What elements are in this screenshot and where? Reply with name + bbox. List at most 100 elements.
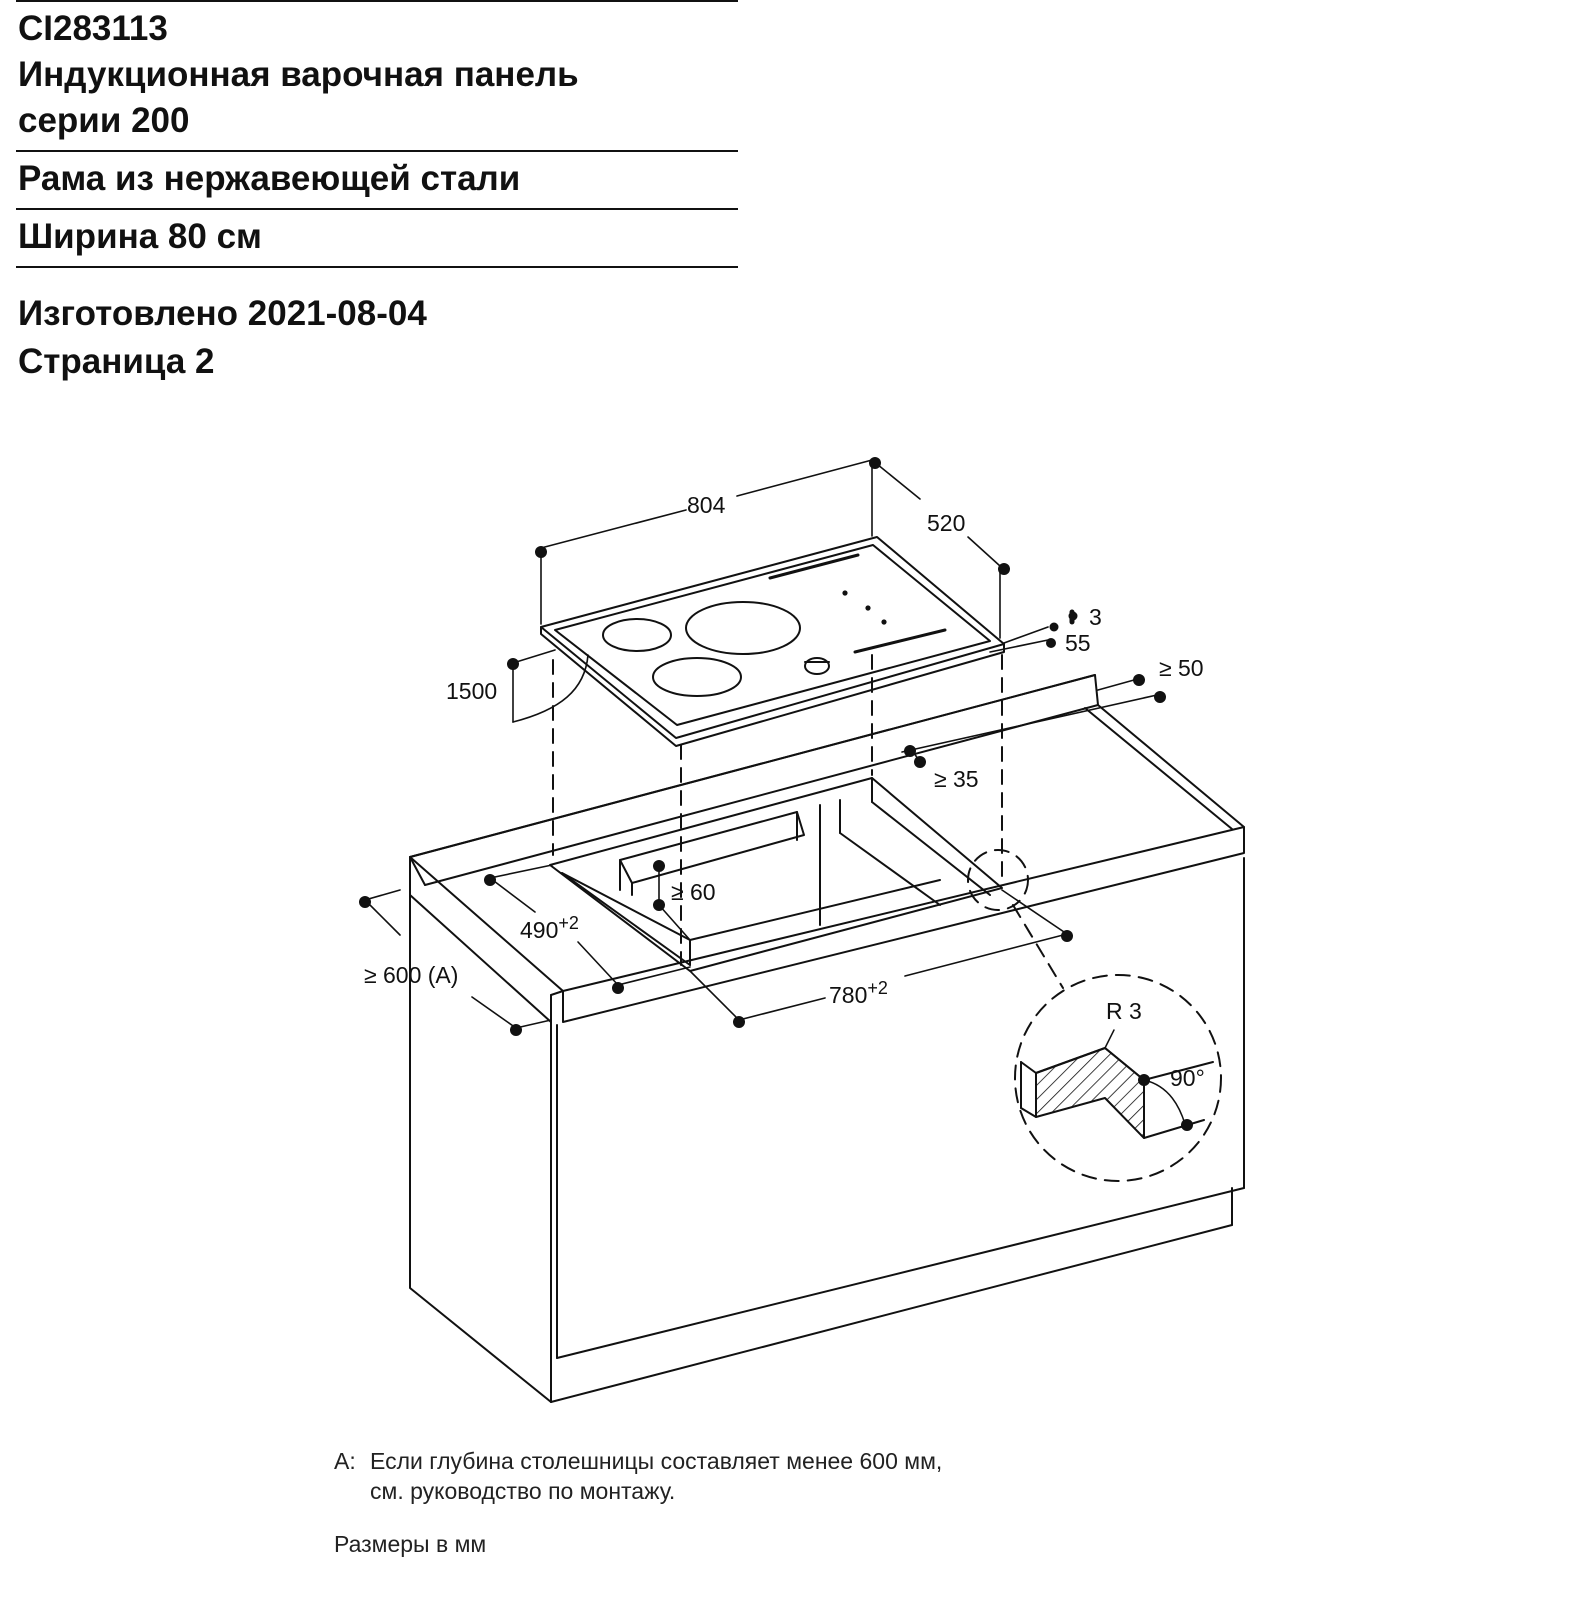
- dim-490-ext-b: [617, 966, 691, 986]
- dim-1500-line: [512, 649, 556, 664]
- page-number: Страница 2: [18, 342, 215, 381]
- label-50: ≥ 50: [1159, 655, 1204, 681]
- product-title-line2: серии 200: [18, 101, 190, 140]
- units-note: Размеры в мм: [334, 1531, 487, 1557]
- dim-520-line-b: [967, 536, 1001, 567]
- countertop: [409, 674, 1245, 1023]
- cutout-inner-left: [561, 872, 691, 941]
- dim-600-ext-a: [364, 889, 401, 901]
- dim-490-line-a: [489, 877, 536, 913]
- product-title-line1: Индукционная варочная панель: [18, 55, 579, 94]
- upstand-top: [409, 674, 1096, 858]
- edge-detail-radius-leader: [1104, 1029, 1115, 1049]
- dim-3-dot-b: [1068, 611, 1078, 621]
- dim-600-ext-b: [515, 1019, 552, 1029]
- edge-detail-left-bottom: [1020, 1107, 1037, 1118]
- label-55: 55: [1065, 630, 1091, 656]
- dim-600-line-b: [471, 996, 517, 1029]
- footnote-key: A:: [334, 1448, 356, 1474]
- countertop-right-top-inner: [1084, 707, 1233, 830]
- footnote-a-line1: A: Если глубина столешницы составляет мен…: [334, 1446, 942, 1476]
- control-bar-bottom: [853, 628, 947, 654]
- dim-50-leader-a: [1097, 679, 1135, 691]
- edge-detail: [1020, 1029, 1214, 1139]
- dim-490-ext-a: [489, 864, 553, 879]
- dim-520-line-a: [871, 459, 921, 500]
- dim-1500-cable: [512, 654, 589, 723]
- footnote-text-line2: см. руководство по монтажу.: [370, 1478, 676, 1504]
- dim-490-dot-a: [484, 874, 496, 886]
- dim-804-dot-left: [535, 546, 547, 558]
- dim-60-dot-a: [653, 860, 665, 872]
- dim-55-dot: [1046, 638, 1056, 648]
- label-60: ≥ 60: [671, 879, 716, 905]
- projection-lines: [552, 654, 1222, 1182]
- label-1500: 1500: [446, 678, 497, 704]
- control-dot-2: [865, 605, 871, 611]
- header-block: CI283113 Индукционная варочная панель се…: [16, 0, 738, 268]
- hob: [540, 536, 1005, 747]
- control-knob: [804, 657, 830, 675]
- cabinet-plinth-bottom: [550, 1224, 1233, 1403]
- detail-leader: [1012, 904, 1064, 989]
- cabinet: [409, 857, 1245, 1403]
- label-35: ≥ 35: [934, 766, 979, 792]
- dimension-dots: [359, 457, 1166, 1036]
- model-number: CI283113: [18, 9, 168, 48]
- dim-804-line-a: [540, 509, 687, 549]
- label-3: 3: [1089, 604, 1102, 630]
- dim-804-line-b: [736, 459, 873, 497]
- dim-780-dot-a: [733, 1016, 745, 1028]
- countertop-front-edge: [562, 826, 1245, 1023]
- dim-780-ext-b: [1001, 889, 1068, 935]
- cooking-zone-medium: [652, 657, 742, 697]
- dim-55-leader: [989, 639, 1049, 653]
- cabinet-door-bottom: [556, 1187, 1245, 1359]
- footnote-a: A: Если глубина столешницы составляет мен…: [334, 1446, 942, 1506]
- upstand-base: [424, 704, 1099, 886]
- label-radius: R 3: [1106, 998, 1142, 1024]
- footnote-text-line1: Если глубина столешницы составляет менее…: [370, 1448, 943, 1474]
- countertop-front-left-corner: [550, 990, 564, 996]
- edge-detail-dot-top: [1138, 1074, 1150, 1086]
- dim-804-dot-right: [869, 457, 881, 469]
- label-780: 780+2: [829, 978, 888, 1008]
- width-spec: Ширина 80 см: [18, 217, 262, 256]
- cutout-back-inner-frame: [619, 811, 805, 884]
- label-490: 490+2: [520, 913, 579, 943]
- header-rule-top: [16, 0, 738, 2]
- cutout-right-inner: [839, 832, 941, 906]
- upstand-left: [409, 856, 426, 886]
- dim-50-dot-b: [1154, 691, 1166, 703]
- cooking-zone-large: [685, 601, 801, 655]
- dim-520-dot: [998, 563, 1010, 575]
- cutout-left-wall: [561, 872, 691, 966]
- cooking-zone-small: [602, 618, 672, 652]
- header-rule-3: [16, 208, 738, 210]
- dim-780-ext-a: [689, 970, 740, 1021]
- cabinet-left-side: [409, 894, 552, 1403]
- label-780-value: 780: [829, 982, 867, 1008]
- countertop-left-front-edge: [409, 856, 552, 1023]
- label-600: ≥ 600 (A): [364, 962, 458, 988]
- hob-glass: [554, 544, 991, 726]
- dim-3-leader: [1003, 626, 1049, 644]
- cutout-outline: [549, 777, 1003, 972]
- label-490-value: 490: [520, 917, 558, 943]
- dim-780-dot-b: [1061, 930, 1073, 942]
- dim-490-dot-b: [612, 982, 624, 994]
- edge-detail-dot-bottom: [1181, 1119, 1193, 1131]
- dim-60-dot-b: [653, 899, 665, 911]
- dim-35-dot-a: [904, 745, 916, 757]
- label-angle: 90°: [1170, 1065, 1205, 1091]
- cutout-right-inner-3: [871, 801, 991, 896]
- dim-600-dot-a: [359, 896, 371, 908]
- label-490-tol: +2: [558, 913, 579, 933]
- dim-600-dot-b: [510, 1024, 522, 1036]
- control-dot-3: [881, 619, 887, 625]
- dim-780-line-a: [738, 997, 826, 1021]
- detail-callout-circle: [967, 849, 1029, 911]
- dim-600-line-a: [364, 899, 401, 936]
- control-dot-1: [842, 590, 848, 596]
